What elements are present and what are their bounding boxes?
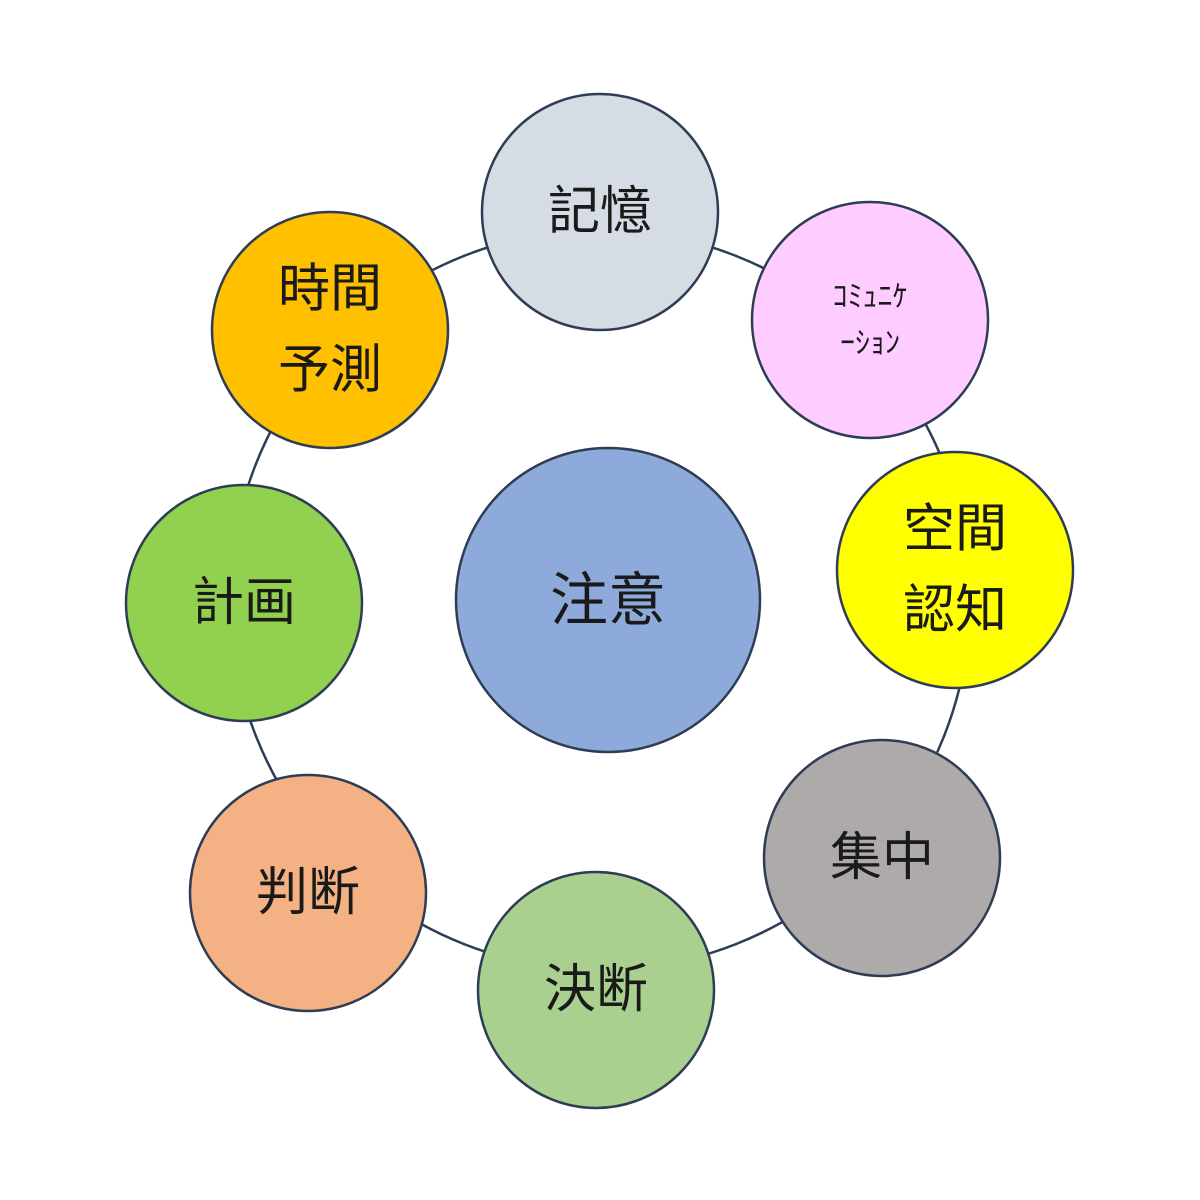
node-circle-spatial-cognition [835,450,1075,690]
node-circle-decision [476,870,716,1110]
node-concentration: 集中 [762,738,1002,978]
node-label-planning: 計画 [192,573,296,633]
node-decision: 決断 [476,870,716,1110]
node-planning: 計画 [124,483,364,723]
node-label-spatial-cognition-line1: 空間 [903,500,1007,560]
node-label-spatial-cognition-line2: 認知 [903,580,1007,640]
center-circle [454,446,762,754]
center-node: 注意 [454,446,762,754]
node-label-time-prediction-line1: 時間 [278,260,382,320]
node-label-communication-line2: ｰｼｮﾝ [840,326,900,361]
node-circle-concentration [762,738,1002,978]
node-label-time-prediction-line2: 予測 [278,340,382,400]
node-memory: 記憶 [480,92,720,332]
node-label-communication-line1: ｺﾐｭﾆｹ [833,279,908,314]
node-label-concentration: 集中 [830,828,934,888]
node-circle-time-prediction [210,210,450,450]
node-label-decision: 決断 [544,960,648,1020]
node-circle-judgment [188,773,428,1013]
node-circle-memory [480,92,720,332]
node-judgment: 判断 [188,773,428,1013]
center-label: 注意 [550,566,666,634]
node-label-memory: 記憶 [548,182,652,242]
node-circle-communication [750,200,990,440]
node-label-judgment: 判断 [256,863,360,923]
node-circle-planning [124,483,364,723]
node-communication: ｺﾐｭﾆｹ ｰｼｮﾝ [750,200,990,440]
